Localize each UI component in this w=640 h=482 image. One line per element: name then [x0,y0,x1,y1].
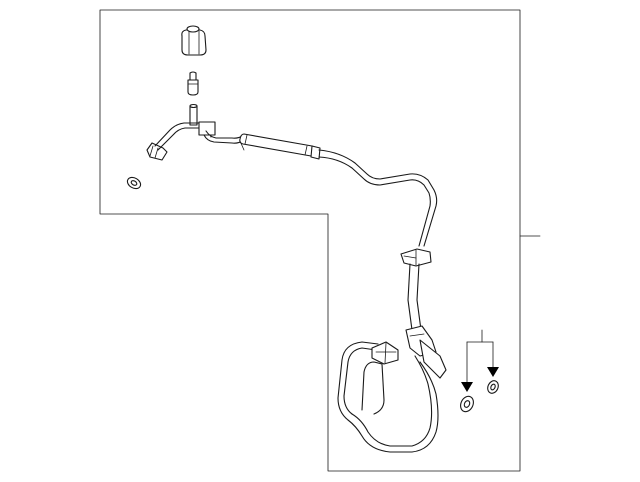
o-ring-small [487,380,499,394]
o-ring-large [460,395,474,413]
tube-clamp [400,248,432,267]
assembly-frame [99,9,521,472]
lower-tube-assembly [337,263,447,453]
o-ring-left [126,176,142,190]
service-port [189,103,198,126]
callout-bracket [466,329,494,383]
callout-arrow-left [461,382,473,392]
suction-line-tube [146,121,438,247]
cap-nut [181,25,207,56]
callout-arrow-right [487,367,499,377]
valve-core [187,71,199,96]
